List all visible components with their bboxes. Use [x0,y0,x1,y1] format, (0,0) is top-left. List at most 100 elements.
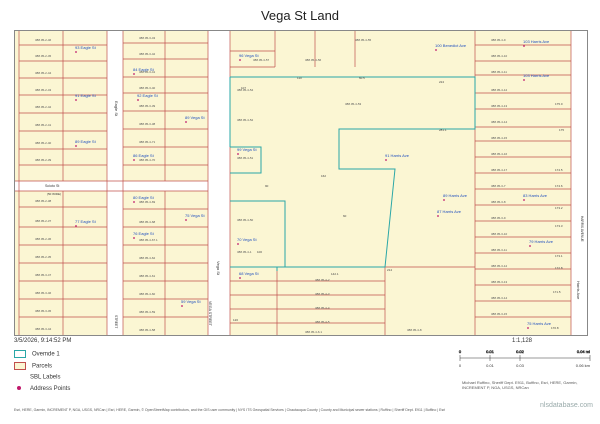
dimension-label: 107 [241,86,246,90]
address-point[interactable] [529,245,531,247]
address-label: 75 Vega St [185,213,205,218]
address-point[interactable] [237,243,239,245]
dimension-label: 172.8 [555,266,563,270]
address-point[interactable] [75,145,77,147]
sbl-label: 388.05-4-58 [139,328,156,332]
sbl-label: 388.05-3-44 [35,327,52,331]
attribution-bar: Esri, HERE, Garmin, INCREMENT P, NGA, US… [14,408,446,412]
address-point[interactable] [523,45,525,47]
address-label: 89 Eagle St [75,139,97,144]
dimension-label: 60.5 [359,76,365,80]
sbl-swatch [14,374,24,380]
road-harris-ave [571,31,587,335]
address-label: 80 Eagle St [133,195,155,200]
dimension-label: 142.1 [331,272,339,276]
scale-tick-km: 0.03 [516,363,525,368]
parcel-swatch [14,362,26,370]
street-label-street: STREET [114,315,118,328]
legend-overlay: Ovemde 1 [14,350,60,358]
address-point[interactable] [133,201,135,203]
dimension-label: 174.6 [555,184,563,188]
sbl-label: 388.05-3-47 [35,273,52,277]
address-label: 76 Eagle St [133,231,155,236]
address-point[interactable] [437,215,439,217]
address-label: 68 Vega St [239,271,259,276]
sbl-label: 388.05-4-9 [491,38,506,42]
legend-address: Address Points [14,386,70,392]
sbl-label: 388.05-3-12 [491,264,508,268]
sbl-label: 388.05-4-70 [139,158,156,162]
address-point[interactable] [385,159,387,161]
address-label: 96 Vega St [239,53,259,58]
address-label: 91 Eagle St [75,93,97,98]
address-label: 79 Harris Ave [529,239,554,244]
sbl-label: 388.05-2-41 [35,123,52,127]
address-point[interactable] [443,199,445,201]
sbl-label: 388.05-2-36 [35,237,52,241]
address-label: 70 Vega St [237,237,257,242]
sbl-label: 388.05-4-69 [139,200,156,204]
sbl-label: 388.05-3-41 [139,70,156,74]
road-vega-st [208,31,230,335]
road-scioto-st [15,181,208,191]
dimension-label: 162 [321,174,326,178]
overlay-lot-70 [230,200,286,268]
sbl-label: 388.05-2-38 [35,199,52,203]
address-point[interactable] [133,159,135,161]
sbl-label: 388.05-4-14 [491,120,508,124]
address-point[interactable] [185,219,187,221]
address-point[interactable] [523,79,525,81]
address-point[interactable] [435,49,437,51]
address-label: 59 Vega St [181,299,201,304]
sbl-label: 388.05-4-50 [237,218,254,222]
address-point[interactable] [523,199,525,201]
sbl-label: 388.05-3-39 [139,104,156,108]
address-label: 84 Eagle St [133,67,155,72]
address-point[interactable] [133,237,135,239]
sbl-label: 388.05-4-15 [491,136,508,140]
sbl-label: 388.05-3-42 [139,52,156,56]
street-label-scioto: Scioto St [45,184,59,188]
sbl-label: 388.05-4-52 [237,118,254,122]
address-point[interactable] [75,51,77,53]
address-point[interactable] [75,99,77,101]
legend-parcels: Parcels [14,362,52,370]
address-point[interactable] [133,73,135,75]
dimension-label: 90 [265,184,269,188]
street-label-eagle: Eagle St [114,101,119,117]
address-point[interactable] [527,327,529,329]
address-point[interactable] [239,59,241,61]
address-point[interactable] [181,305,183,307]
sbl-label: 388.05-3-43 [139,36,156,40]
scale-tick-mi: 0.01 [486,349,495,354]
address-point[interactable] [237,153,239,155]
sbl-label: 388.05-4-16 [491,152,508,156]
dimension-label: 170.8 [551,326,559,330]
sbl-label: 388.05-4-11 [491,70,507,74]
sbl-label: 388.05-2-35 [35,255,52,259]
address-point[interactable] [239,277,241,279]
dimension-label: 175.0 [555,102,563,106]
sbl-label: 388.05-3-13 [491,280,508,284]
address-label: 87 Harris Ave [437,209,462,214]
dimension-label: 173.1 [555,254,563,258]
sbl-label: 388.05-4-60 [139,292,156,296]
sbl-label: 388.05-4-13 [491,104,508,108]
legend-sbl: SBL Labels [14,374,60,381]
address-label: 93 Eagle St [75,45,97,50]
address-point[interactable] [75,225,77,227]
scale-tick-mi: 0.04 mi [577,349,590,354]
dimension-label: 175 [559,128,564,132]
dimension-label: 214 [387,268,392,272]
sbl-label: 388.05-4-3 [315,292,330,296]
sbl-label: 388.05-4-12 [491,88,508,92]
address-point[interactable] [185,121,187,123]
sbl-label: 388.05-3-7 [491,184,506,188]
sbl-label: 388.05-4-68 [139,220,156,224]
sbl-label: 388.05-4-53 [345,102,362,106]
address-point[interactable] [137,99,139,101]
sbl-label: 388.05-3-9 [491,216,506,220]
address-label: 103 Harris Ave [523,73,550,78]
